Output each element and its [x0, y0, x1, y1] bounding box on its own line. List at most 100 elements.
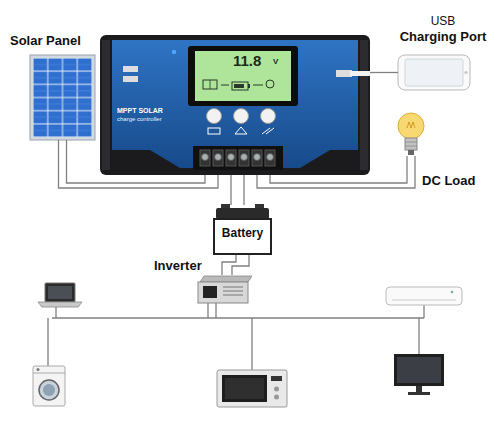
air-conditioner-picture [392, 300, 456, 301]
monitor-picture [416, 386, 422, 392]
controller-picture [200, 150, 210, 166]
ac-wiring [48, 303, 424, 370]
controller-picture [241, 154, 248, 161]
controller-picture [234, 84, 244, 88]
phone-picture [464, 71, 467, 74]
dc-load-bulb: DC Load [396, 106, 426, 156]
controller-picture [360, 40, 368, 170]
controller-picture [235, 127, 247, 134]
node-label: USB [396, 15, 490, 29]
controller-picture [213, 150, 223, 166]
monitor-picture [394, 354, 444, 386]
node-label: Battery [213, 227, 272, 241]
laptop-picture [38, 283, 82, 307]
controller-picture [102, 40, 110, 170]
controller-picture [100, 35, 370, 175]
microwave-picture [217, 370, 287, 407]
wire-connector [222, 255, 249, 275]
washing-machine-picture [39, 380, 59, 400]
air-conditioner-picture [451, 291, 454, 294]
phone-picture [398, 55, 470, 90]
washing-machine-picture [33, 366, 65, 406]
controller-picture [228, 154, 235, 161]
microwave-picture [222, 375, 267, 402]
controller-picture [221, 85, 229, 86]
bulb-picture [405, 142, 417, 143]
bulb-picture [405, 146, 417, 147]
wire-connector [370, 72, 398, 73]
laptop-picture [45, 283, 75, 302]
controller-picture [262, 128, 274, 134]
microwave-picture [217, 370, 287, 407]
controller-picture [261, 109, 276, 124]
controller-picture [123, 66, 138, 72]
node-label: Inverter [154, 259, 202, 274]
model-text: charge controller [117, 116, 162, 123]
controller-picture [267, 154, 274, 161]
air-conditioner-picture [386, 287, 462, 305]
ac-wiring [55, 306, 56, 318]
air-conditioner-picture [386, 287, 462, 305]
solar-panel-picture [33, 58, 92, 137]
controller-picture [226, 150, 236, 166]
controller-picture [202, 154, 209, 161]
controller-picture [195, 51, 291, 101]
inverter-picture [223, 287, 243, 288]
laptop-picture [48, 286, 72, 299]
ac-wiring [215, 303, 216, 318]
solar-panel: Solar Panel [30, 55, 95, 140]
battery-picture [214, 204, 271, 254]
battery-picture [214, 219, 271, 254]
controller-picture [336, 70, 352, 77]
node-label: DC Load [422, 174, 475, 189]
ac-wiring [423, 305, 424, 318]
controller-picture [234, 109, 249, 124]
inverter-picture [223, 291, 243, 292]
microwave-picture [271, 376, 282, 381]
microwave-picture [274, 387, 279, 392]
inverter-picture [198, 276, 252, 303]
controller-picture [208, 128, 220, 134]
solar-panel-picture [30, 55, 95, 140]
node-label: Charging Port [396, 30, 490, 45]
usb-phone: USBCharging Port [398, 55, 470, 90]
battery-picture [216, 208, 269, 219]
controller-picture [210, 80, 211, 89]
controller-picture [207, 109, 222, 124]
controller-picture [232, 82, 248, 90]
controller-picture [100, 35, 370, 175]
ac-wiring [52, 317, 424, 318]
controller-picture [266, 80, 274, 88]
ac-wiring [47, 318, 48, 366]
monitor-picture [394, 354, 444, 395]
washing-machine-picture [33, 366, 65, 406]
lcd-unit: V [273, 57, 278, 66]
controller-picture [252, 150, 262, 166]
bulb-picture [407, 122, 415, 128]
wire-connector [257, 156, 415, 188]
inverter-picture [200, 276, 252, 282]
ac-wiring [251, 318, 252, 370]
inverter-picture [203, 286, 217, 298]
controller-picture [123, 76, 138, 82]
microwave-picture [225, 378, 264, 399]
bulb-picture [408, 150, 414, 155]
laptop-picture [38, 302, 82, 307]
controller-picture [172, 50, 176, 54]
lcd-reading: 11.8 [233, 52, 261, 69]
charge-controller: 11.8VMPPT SOLARcharge controller [100, 35, 370, 175]
controller-picture [188, 46, 298, 106]
battery: Battery [213, 205, 272, 255]
monitor-picture [397, 357, 441, 383]
ac-wiring [207, 303, 208, 318]
node-label: Solar Panel [10, 34, 81, 49]
inverter-picture [223, 295, 243, 296]
washing-machine-picture [37, 368, 40, 371]
controller-picture [254, 154, 261, 161]
controller-picture [253, 85, 263, 86]
inverter-picture [198, 282, 248, 303]
inverter: Inverter [198, 275, 250, 303]
controller-picture [193, 146, 283, 170]
